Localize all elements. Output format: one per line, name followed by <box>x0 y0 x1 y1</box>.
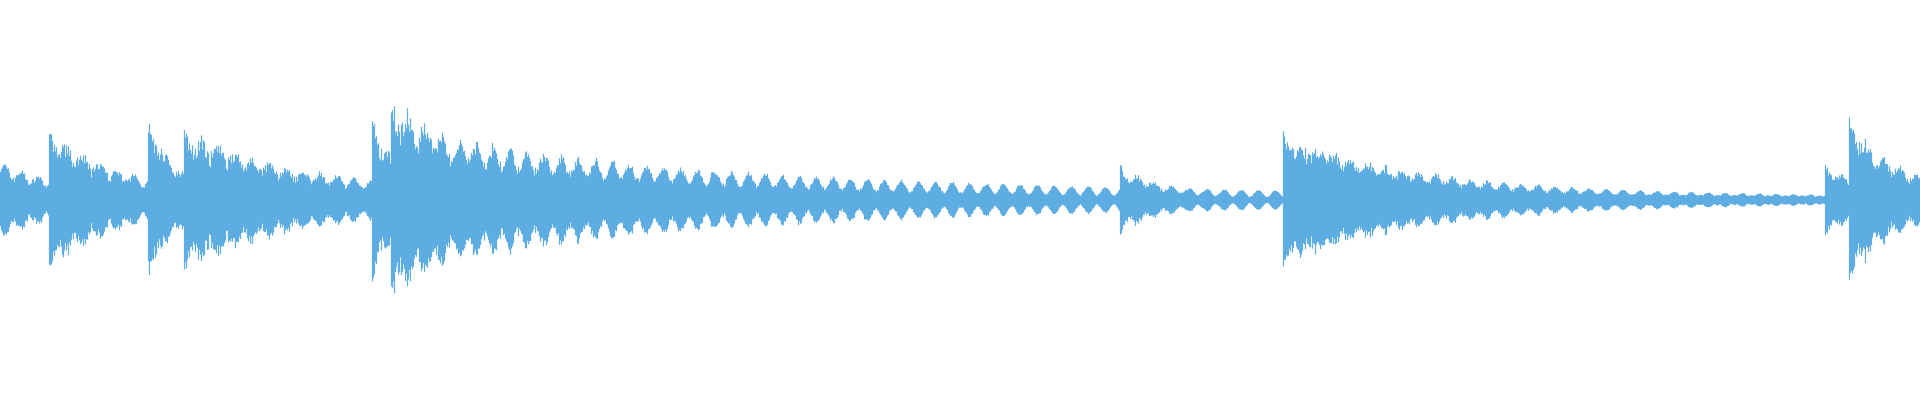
waveform-path <box>0 106 1920 294</box>
